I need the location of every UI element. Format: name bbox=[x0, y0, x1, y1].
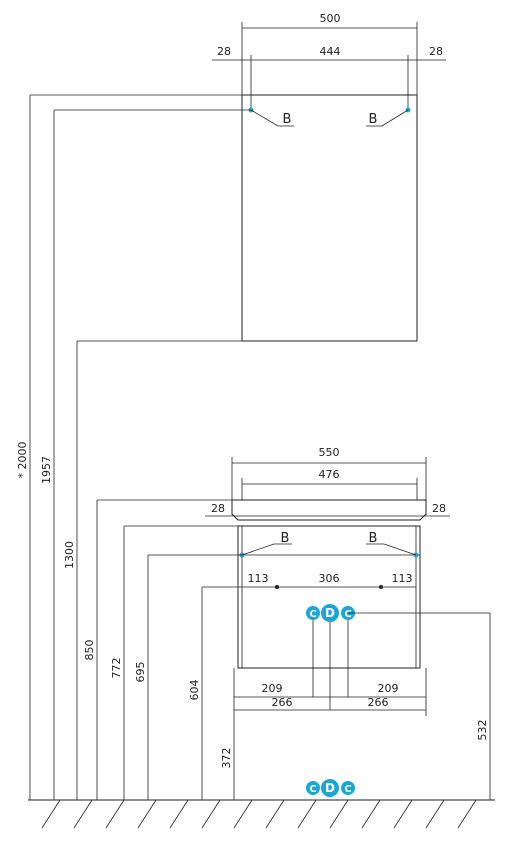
label-b-2: B bbox=[369, 112, 378, 127]
leader-b-4 bbox=[366, 543, 417, 556]
dim-209-right: 209 bbox=[378, 682, 399, 695]
dim-28-right-sink: 28 bbox=[432, 502, 446, 515]
dim-28-left-top: 28 bbox=[217, 45, 231, 58]
dim-500: 500 bbox=[320, 12, 341, 25]
connector-d-upper-label: D bbox=[325, 606, 335, 620]
dim-266-right: 266 bbox=[368, 696, 389, 709]
mirror-cabinet bbox=[241, 94, 418, 342]
connectors-upper: C D C bbox=[306, 604, 355, 622]
leader-b-2 bbox=[366, 109, 409, 127]
connectors-lower: C D C bbox=[306, 779, 355, 797]
connector-d-lower-label: D bbox=[325, 781, 335, 795]
connector-c-right-lower bbox=[341, 781, 355, 795]
dim-266-left: 266 bbox=[272, 696, 293, 709]
dim-850: 850 bbox=[83, 640, 96, 661]
connector-c-left-upper-label: C bbox=[309, 609, 316, 620]
connector-d-lower bbox=[321, 779, 339, 797]
connector-d-upper bbox=[321, 604, 339, 622]
dim-113-right: 113 bbox=[392, 572, 413, 585]
dim-772: 772 bbox=[110, 658, 123, 679]
connector-c-left-upper bbox=[306, 606, 320, 620]
hole-right bbox=[379, 585, 383, 589]
sink-top bbox=[231, 499, 427, 521]
dim-1300: 1300 bbox=[63, 541, 76, 569]
dim-209-left: 209 bbox=[262, 682, 283, 695]
dim-28-left-sink: 28 bbox=[211, 502, 225, 515]
label-b-4: B bbox=[369, 531, 378, 546]
dim-113-left: 113 bbox=[248, 572, 269, 585]
label-b-3: B bbox=[281, 531, 290, 546]
dim-444: 444 bbox=[320, 45, 341, 58]
dim-2000: * 2000 bbox=[16, 442, 29, 479]
dim-476: 476 bbox=[319, 468, 340, 481]
dim-532: 532 bbox=[476, 720, 489, 741]
connector-c-left-lower bbox=[306, 781, 320, 795]
label-b-1: B bbox=[283, 112, 292, 127]
hole-left bbox=[275, 585, 279, 589]
dim-604: 604 bbox=[188, 680, 201, 701]
connector-c-right-lower-label: C bbox=[344, 784, 351, 795]
dim-306: 306 bbox=[319, 572, 340, 585]
vanity-cabinet bbox=[237, 525, 421, 669]
dim-1957: 1957 bbox=[40, 456, 53, 484]
floor-hatching bbox=[41, 799, 477, 829]
leader-b-1 bbox=[250, 109, 294, 127]
dim-695: 695 bbox=[134, 662, 147, 683]
dim-372: 372 bbox=[220, 748, 233, 769]
connector-c-right-upper-label: C bbox=[344, 609, 351, 620]
dim-550: 550 bbox=[319, 446, 340, 459]
connector-c-left-lower-label: C bbox=[309, 784, 316, 795]
leader-b-3 bbox=[241, 543, 292, 556]
dim-28-right-top: 28 bbox=[429, 45, 443, 58]
